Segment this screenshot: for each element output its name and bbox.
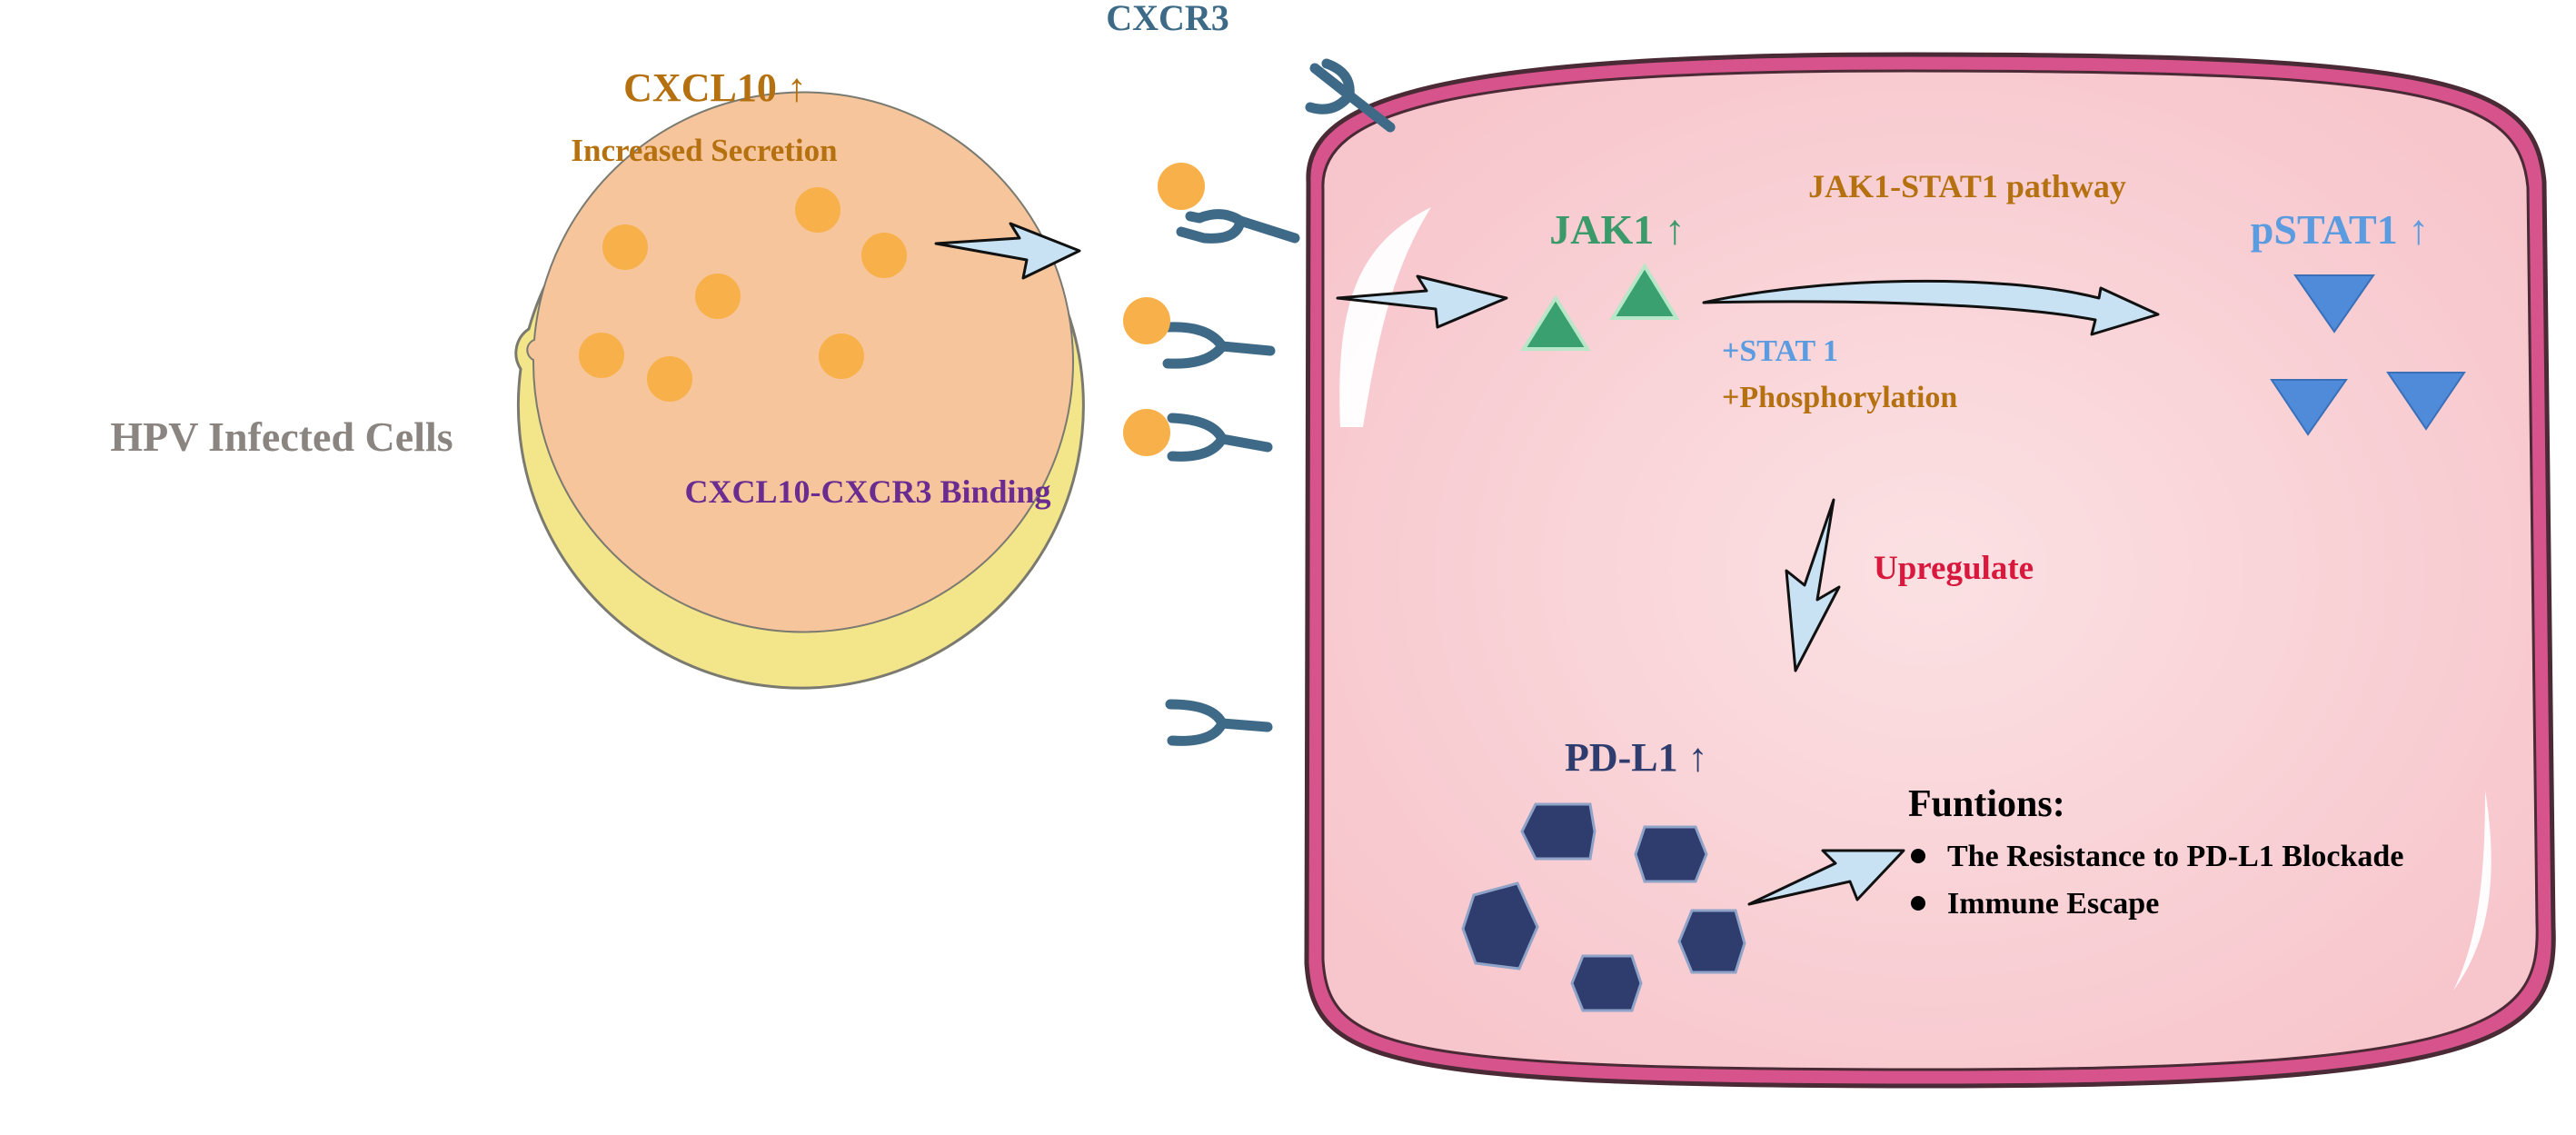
cxcr3-receptor xyxy=(1165,699,1273,746)
jak-to-stat-arrow xyxy=(1702,279,2160,336)
increased-secretion-label: Increased Secretion xyxy=(571,133,838,168)
pdl1-shape xyxy=(1461,881,1539,971)
function-arrow xyxy=(1747,849,1905,906)
functions-title: Funtions: xyxy=(1908,783,2065,825)
cxcl10-ligand xyxy=(647,356,692,402)
bullet-icon xyxy=(1911,849,1925,864)
cxcr3-receptors xyxy=(1162,58,1396,746)
cxcl10-ligand xyxy=(795,187,840,233)
cxcl10-ligand xyxy=(819,334,864,379)
phosphorylation-label: +Phosphorylation xyxy=(1722,381,1958,414)
cxcr3-label: CXCR3 xyxy=(1106,0,1229,38)
entry-arrow xyxy=(1336,274,1508,329)
jak1-label: JAK1 ↑ xyxy=(1549,206,1686,253)
cxcl10-ligand xyxy=(579,333,624,378)
pstat1-shape xyxy=(2293,274,2375,334)
pdl1-label: PD-L1 ↑ xyxy=(1565,735,1708,780)
pdl1-shape xyxy=(1677,909,1746,974)
bound-ligand xyxy=(1123,409,1170,456)
hpv-infected-cell xyxy=(514,91,1085,690)
function-item-text: Immune Escape xyxy=(1947,887,2160,921)
function-item-text: The Resistance to PD-L1 Blockade xyxy=(1947,840,2404,873)
secretion-arrow xyxy=(934,222,1081,280)
cxcr3-receptor xyxy=(1176,209,1300,244)
pdl1-shape xyxy=(1520,802,1596,861)
functions-list: The Resistance to PD-L1 Blockade Immune … xyxy=(1911,833,2403,928)
cxcl10-label: CXCL10 ↑ xyxy=(623,65,807,110)
bound-ligand xyxy=(1123,297,1170,344)
cxcl10-ligands xyxy=(579,187,907,402)
arrows xyxy=(934,222,2160,906)
cxcl10-ligand xyxy=(861,233,907,278)
stat1-label: +STAT 1 xyxy=(1722,334,1839,368)
pstat1-shape xyxy=(2270,379,2348,436)
function-item: The Resistance to PD-L1 Blockade xyxy=(1911,833,2403,881)
jak1-shape xyxy=(1520,294,1591,351)
pdl1-shapes xyxy=(1461,802,1746,1012)
bullet-icon xyxy=(1911,896,1925,911)
pstat1-label: pSTAT1 ↑ xyxy=(2250,206,2430,253)
jak1-shape xyxy=(1609,263,1680,320)
function-item: Immune Escape xyxy=(1911,881,2403,928)
cxcr3-receptor xyxy=(1305,58,1396,133)
pstat1-shape xyxy=(2386,372,2466,431)
pdl1-shape xyxy=(1570,954,1643,1012)
cxcl10-ligand xyxy=(695,274,741,319)
cxcr3-receptor xyxy=(1162,322,1276,369)
bound-ligand xyxy=(1158,163,1205,210)
pstat1-shapes xyxy=(2270,274,2466,436)
upregulate-arrow xyxy=(1785,498,1841,672)
cxcl10-ligand xyxy=(602,224,648,270)
pathway-label: JAK1-STAT1 pathway xyxy=(1808,168,2126,204)
pdl1-shape xyxy=(1634,825,1708,883)
upregulate-label: Upregulate xyxy=(1874,550,2034,587)
bound-ligands xyxy=(1123,163,1205,456)
cxcr3-receptor xyxy=(1167,413,1273,462)
binding-label: CXCL10-CXCR3 Binding xyxy=(684,473,1051,510)
hpv-cell-label: HPV Infected Cells xyxy=(110,413,453,460)
jak1-shapes xyxy=(1520,263,1680,351)
